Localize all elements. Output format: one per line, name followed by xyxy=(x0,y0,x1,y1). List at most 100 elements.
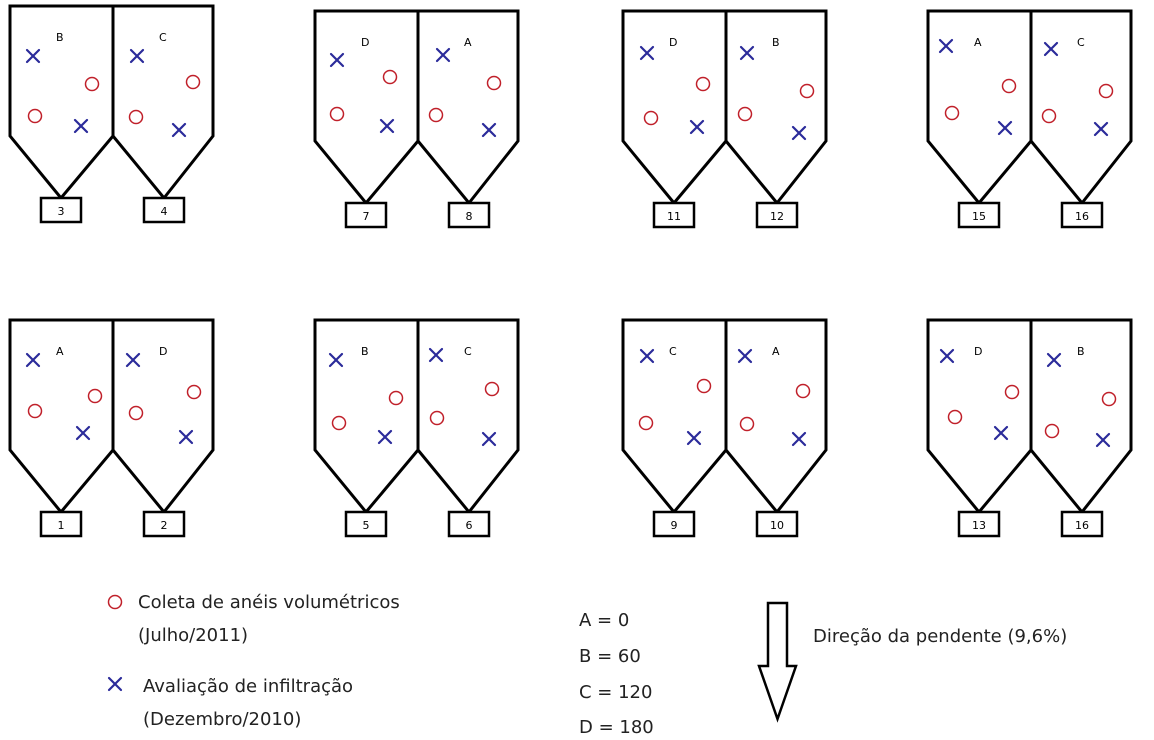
infiltration-marker xyxy=(1095,432,1111,448)
ring-sample-marker xyxy=(128,405,144,421)
legend: Coleta de anéis volumétricos (Julho/2011… xyxy=(107,592,400,730)
infiltration-marker xyxy=(791,125,807,141)
infiltration-marker xyxy=(791,431,807,447)
plot-pair-outline xyxy=(621,318,828,515)
treatment-d: D = 180 xyxy=(579,717,654,738)
infiltration-marker xyxy=(329,52,345,68)
infiltration-marker xyxy=(328,352,344,368)
infiltration-marker xyxy=(639,45,655,61)
plot-number: 16 xyxy=(1075,519,1089,532)
ring-sample-marker xyxy=(947,409,963,425)
plot-number-box xyxy=(957,201,1001,229)
plot-number: 8 xyxy=(466,210,473,223)
plot-number: 5 xyxy=(363,519,370,532)
treatment-letter: B xyxy=(772,36,780,49)
ring-sample-marker xyxy=(428,107,444,123)
infiltration-marker xyxy=(997,120,1013,136)
plot-pair: B 3 C 4 xyxy=(8,4,215,224)
treatment-letter: C xyxy=(1077,36,1085,49)
plot-number: 4 xyxy=(161,205,168,218)
plot-number-box xyxy=(447,201,491,229)
ring-sample-marker xyxy=(737,106,753,122)
ring-sample-marker xyxy=(84,76,100,92)
plot-number: 11 xyxy=(667,210,681,223)
plot-pair-outline xyxy=(8,4,215,201)
ring-sample-marker xyxy=(87,388,103,404)
infiltration-marker xyxy=(25,352,41,368)
ring-sample-marker xyxy=(27,108,43,124)
plot-pair-outline xyxy=(313,9,520,206)
infiltration-marker xyxy=(178,429,194,445)
treatment-letter: A xyxy=(56,345,64,358)
plot-number-box xyxy=(755,201,799,229)
ring-sample-marker xyxy=(484,381,500,397)
infiltration-marker xyxy=(377,429,393,445)
treatment-c: C = 120 xyxy=(579,682,652,703)
ring-sample-marker xyxy=(128,109,144,125)
plot-pair-outline xyxy=(8,318,215,515)
infiltration-marker xyxy=(1046,352,1062,368)
infiltration-marker xyxy=(686,430,702,446)
infiltration-marker xyxy=(689,119,705,135)
ring-sample-marker xyxy=(382,69,398,85)
treatment-letter: C xyxy=(159,31,167,44)
plot-number-box xyxy=(1060,510,1104,538)
plot-number: 13 xyxy=(972,519,986,532)
plot-number: 16 xyxy=(1075,210,1089,223)
ring-sample-marker xyxy=(696,378,712,394)
plot-pair-outline xyxy=(926,9,1133,206)
ring-sample-marker xyxy=(1098,83,1114,99)
plot-number: 7 xyxy=(363,210,370,223)
ring-sample-marker xyxy=(331,415,347,431)
infiltration-marker xyxy=(435,47,451,63)
ring-sample-marker xyxy=(739,416,755,432)
plot-number: 3 xyxy=(58,205,65,218)
infiltration-marker xyxy=(129,48,145,64)
plot-number-box xyxy=(652,510,696,538)
infiltration-marker xyxy=(938,38,954,54)
ring-sample-marker xyxy=(799,83,815,99)
infiltration-marker xyxy=(481,431,497,447)
treatment-letter: B xyxy=(56,31,64,44)
ring-sample-marker xyxy=(944,105,960,121)
infiltration-marker xyxy=(737,348,753,364)
infiltration-marker xyxy=(939,348,955,364)
plot-number-box xyxy=(39,510,83,538)
infiltration-marker xyxy=(379,118,395,134)
legend-rings-label-line2: (Julho/2011) xyxy=(138,625,248,646)
legend-crosses-label-line1: Avaliação de infiltração xyxy=(143,676,353,697)
ring-sample-marker xyxy=(186,384,202,400)
treatment-letter: D xyxy=(974,345,982,358)
plot-number-box xyxy=(447,510,491,538)
plot-number-box xyxy=(1060,201,1104,229)
ring-sample-marker xyxy=(1044,423,1060,439)
ring-sample-marker xyxy=(329,106,345,122)
infiltration-marker xyxy=(481,122,497,138)
slope-down-arrow-icon xyxy=(757,601,798,723)
infiltration-marker xyxy=(125,352,141,368)
ring-sample-marker xyxy=(1041,108,1057,124)
plot-number: 12 xyxy=(770,210,784,223)
legend-rings-label-line1: Coleta de anéis volumétricos xyxy=(138,592,400,613)
plot-number-box xyxy=(142,196,186,224)
treatment-b: B = 60 xyxy=(579,646,641,667)
plot-number: 2 xyxy=(161,519,168,532)
ring-sample-marker xyxy=(1001,78,1017,94)
plot-number: 6 xyxy=(466,519,473,532)
ring-sample-marker xyxy=(795,383,811,399)
treatment-letter: C xyxy=(464,345,472,358)
plot-number-box xyxy=(142,510,186,538)
treatment-letter: A xyxy=(772,345,780,358)
infiltration-marker xyxy=(73,118,89,134)
legend-cross-symbol xyxy=(107,676,123,692)
plot-number: 15 xyxy=(972,210,986,223)
plot-number: 1 xyxy=(58,519,65,532)
plot-number-box xyxy=(344,201,388,229)
